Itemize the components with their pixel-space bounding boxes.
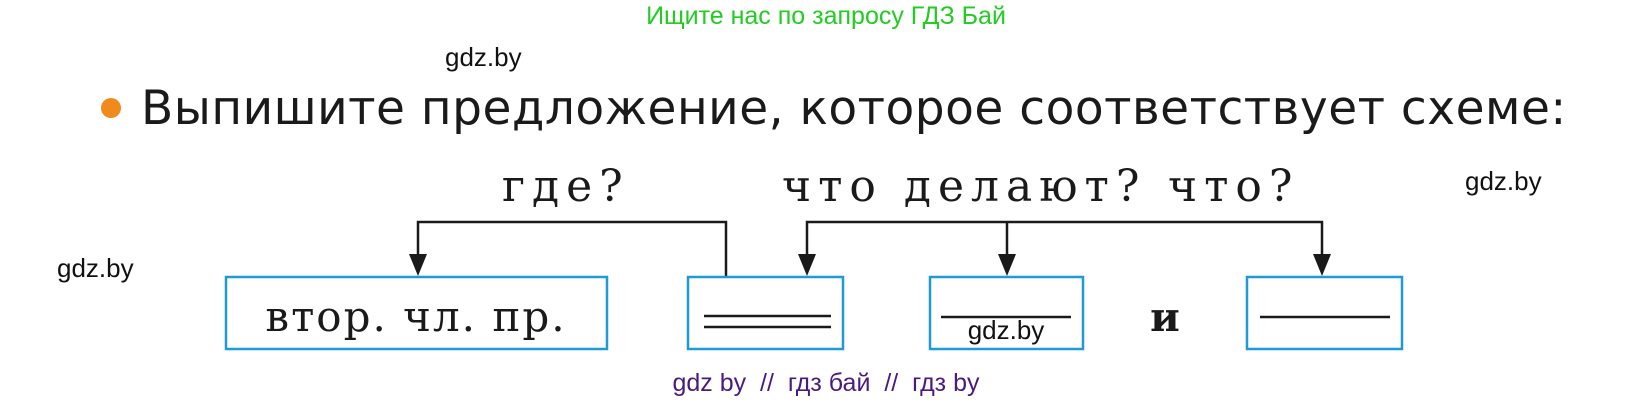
scheme-box-adverbial xyxy=(224,275,609,351)
watermark-right: gdz.by xyxy=(1465,166,1542,196)
box-label-adverbial: втор. чл. пр. xyxy=(265,292,566,341)
question-where: где? xyxy=(502,161,630,212)
arrow-what-do xyxy=(805,220,1324,258)
question-what-do: что делают? xyxy=(782,161,1146,212)
arrow-head-icon xyxy=(1313,254,1331,276)
question-what: что? xyxy=(1168,161,1300,212)
watermark-top: gdz.by xyxy=(445,42,522,72)
watermark-in-box: gdz.by xyxy=(968,315,1045,345)
search-banner: Ищите нас по запросу ГДЗ Бай xyxy=(646,2,1006,30)
scheme-box-object-1 xyxy=(928,275,1085,351)
arrow-head-icon xyxy=(409,254,427,276)
arrow-head-icon xyxy=(998,254,1016,276)
scheme-box-object-2 xyxy=(1245,275,1404,351)
conjunction-and: и xyxy=(1150,294,1180,341)
watermark-left: gdz.by xyxy=(57,253,134,283)
task-heading: Выпишите предложение, которое соответств… xyxy=(141,81,1567,136)
arrow-where xyxy=(416,220,728,277)
bullet-icon xyxy=(101,98,121,118)
arrow-head-icon xyxy=(798,254,816,276)
scheme-box-predicate xyxy=(686,275,845,351)
footer-watermark: gdz by // гдз бай // гдз by xyxy=(672,369,980,397)
